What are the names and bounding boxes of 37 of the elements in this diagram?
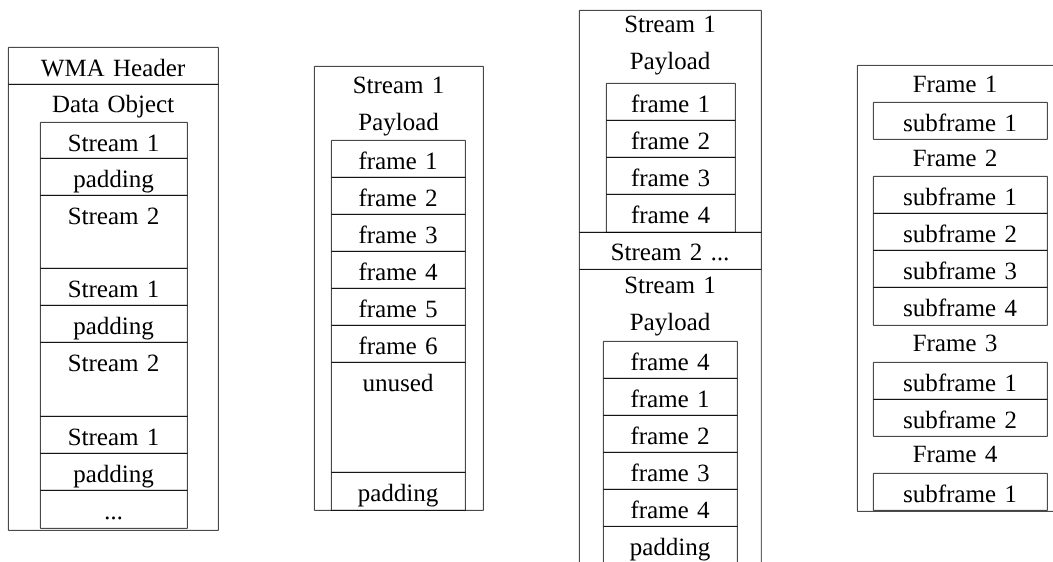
segment-box: frame 1 — [603, 378, 738, 416]
segment-box: frame 4 — [331, 251, 466, 289]
segment-box: frame 3 — [603, 452, 738, 490]
segment-box: subframe 2 — [873, 213, 1048, 251]
segment-box: frame 1 — [331, 140, 466, 178]
segment-box: unused — [331, 362, 466, 473]
segment-box: Stream 2 — [40, 195, 188, 269]
segment-box: frame 3 — [606, 157, 736, 195]
segment-box: frame 4 — [603, 341, 738, 379]
segment-box: subframe 1 — [873, 362, 1048, 400]
segment-box: subframe 1 — [873, 102, 1048, 140]
segment-box: frame 5 — [331, 288, 466, 326]
segment-box: frame 1 — [606, 83, 736, 121]
segment-box: subframe 2 — [873, 399, 1048, 437]
segment-box: Stream 1 — [40, 122, 188, 159]
segment-box: frame 2 — [603, 415, 738, 453]
segment-box: frame 4 — [603, 489, 738, 527]
segment-box: frame 3 — [331, 214, 466, 252]
segment-box: subframe 4 — [873, 287, 1048, 326]
segment-box: padding — [40, 453, 188, 491]
segment-box: Stream 2 ... — [579, 232, 762, 270]
segment-box: frame 4 — [606, 194, 736, 233]
segment-box: subframe 1 — [873, 176, 1048, 214]
segment-box: Stream 2 — [40, 342, 188, 417]
segment-box: frame 2 — [331, 177, 466, 215]
segment-box: subframe 1 — [873, 473, 1048, 511]
segment-box: padding — [603, 526, 738, 562]
segment-box: padding — [40, 158, 188, 196]
segment-box: frame 2 — [606, 120, 736, 158]
segment-box: subframe 3 — [873, 250, 1048, 288]
segment-box: padding — [331, 472, 466, 511]
segment-box: padding — [40, 305, 188, 343]
segment-box: frame 6 — [331, 325, 466, 363]
segment-box: Stream 1 — [40, 416, 188, 454]
segment-box: ... — [40, 490, 188, 529]
segment-box: WMA Header — [8, 47, 219, 85]
segment-box: Stream 1 — [40, 268, 188, 306]
